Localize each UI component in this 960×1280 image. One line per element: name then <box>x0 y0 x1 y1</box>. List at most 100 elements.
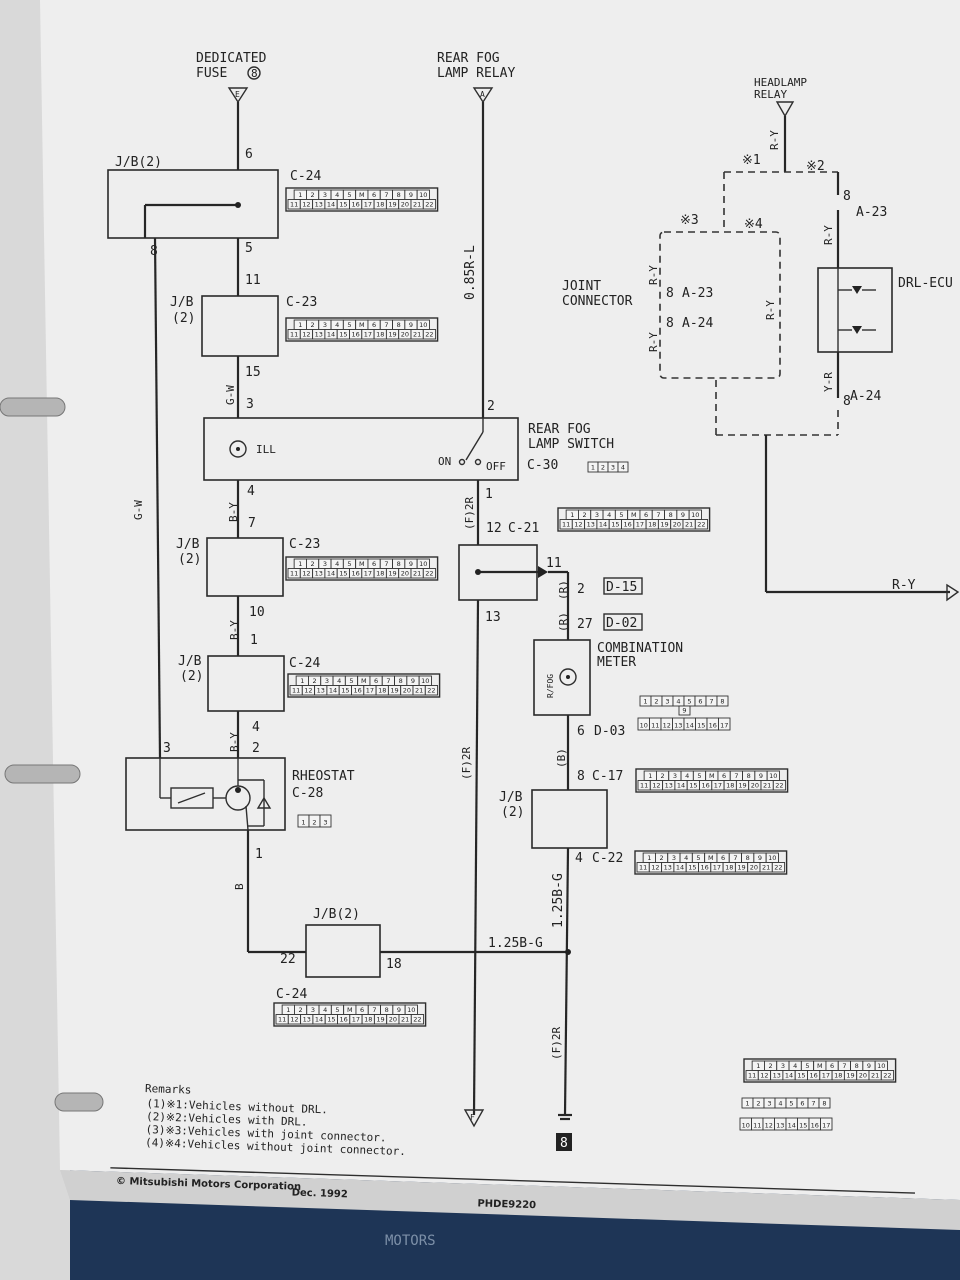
connector-c24-top-frame <box>285 187 439 212</box>
rear-fog-relay-label: REAR FOG <box>437 51 500 66</box>
junction-block-top: J/B(2) 6 5 8 C-24 <box>107 147 321 259</box>
connector-c24-mid-frame <box>287 673 441 698</box>
connector-pin-number: 6 <box>698 698 702 706</box>
connector-pin-number: 19 <box>376 1016 384 1024</box>
connector-pin-number: 2 <box>311 560 315 568</box>
wire-label-b-meter: (B) <box>555 748 568 768</box>
connector-pin-number: 11 <box>290 570 298 578</box>
pin-1: 1 <box>250 633 258 648</box>
connector-pin-number: 16 <box>709 722 717 730</box>
connector-pin-number: 20 <box>403 687 411 695</box>
connector-cell <box>771 862 786 873</box>
connector-arrow-icon <box>946 583 960 602</box>
connector-pin-number: 7 <box>372 1006 376 1014</box>
cover-text: MOTORS <box>385 1233 436 1249</box>
connector-pin-number: 12 <box>302 201 310 209</box>
connector-pin-number: 2 <box>311 321 315 329</box>
connector-pin-number: 16 <box>340 1016 348 1024</box>
connector-pin-number: 3 <box>781 1062 785 1070</box>
connector-pin-number: 7 <box>384 191 388 199</box>
connector-pin-number: 8 <box>720 698 724 706</box>
ill-label: ILL <box>256 443 276 456</box>
connector-pin-number: 11 <box>292 687 300 695</box>
connector-pin-number: 20 <box>673 521 681 529</box>
connector-pin-number: 4 <box>621 464 625 472</box>
connector-c21-frame <box>557 507 711 532</box>
wire-label-ry-joint-3: R-Y <box>764 300 777 320</box>
relay-label: RELAY <box>754 88 787 101</box>
binder-ring-3 <box>54 1092 104 1112</box>
connector-pin-number: 16 <box>352 570 360 578</box>
connector-pin-number: 10 <box>419 191 427 199</box>
ground-number: 8 <box>560 1136 568 1151</box>
connector-pin-number: M <box>708 854 714 862</box>
connector-pin-number: 14 <box>327 331 335 339</box>
connector-pin-number: 4 <box>684 854 688 862</box>
connector-cell <box>718 717 731 731</box>
connector-pin-number: 5 <box>697 772 701 780</box>
jb-label: J/B(2) <box>313 907 360 922</box>
connector-cell <box>716 695 729 707</box>
rheostat: 3 2 RHEOSTAT C-28 1 <box>125 741 355 862</box>
connector-pin-number: 22 <box>425 570 433 578</box>
connector-pin-number: 4 <box>793 1062 797 1070</box>
connector-pin-number: 9 <box>397 1006 401 1014</box>
combination-meter: R/FOG COMBINATION METER 2 27 6 D-03 <box>533 582 683 739</box>
connector-pin-number: 3 <box>311 1006 315 1014</box>
connector-pin-number: 5 <box>789 1100 793 1108</box>
connector-pin-number: 1 <box>648 772 652 780</box>
connector-pin-number: 11 <box>290 201 298 209</box>
connector-c23-mid-frame <box>285 556 439 581</box>
connector-pin-number: 12 <box>290 1016 298 1024</box>
connector-c22-frame <box>634 850 788 875</box>
c23-label: C-23 <box>289 537 320 552</box>
connector-pin-number: M <box>359 321 365 329</box>
connector-pin-number: 17 <box>636 521 644 529</box>
pin-2: 2 <box>487 399 495 414</box>
connector-pin-number: 17 <box>713 864 721 872</box>
connector-pin-number: 18 <box>376 331 384 339</box>
c24-label: C-24 <box>289 656 320 671</box>
connector-pin-number: 1 <box>570 511 574 519</box>
connector-pin-number: 9 <box>681 511 685 519</box>
connector-pin-number: M <box>817 1062 823 1070</box>
connector-pin-number: 4 <box>676 698 680 706</box>
connector-pin-number: 2 <box>601 464 605 472</box>
connector-pin-number: 14 <box>686 722 694 730</box>
connector-pin-number: 2 <box>311 191 315 199</box>
connector-pin-number: 17 <box>364 331 372 339</box>
meter-name-1: COMBINATION <box>597 641 683 656</box>
connector-pin-number: 2 <box>299 1006 303 1014</box>
connector-pin-number: 13 <box>674 722 682 730</box>
junction-block-bottom: J/B(2) 22 18 C-24 <box>276 907 402 1002</box>
connector-pin-number: 19 <box>846 1072 854 1080</box>
connector-pin-number: 3 <box>673 772 677 780</box>
wire-label-ry-joint-1: R-Y <box>647 265 660 285</box>
binder-ring-2 <box>4 764 81 784</box>
connector-pin-number: 16 <box>354 687 362 695</box>
rear-fog-relay-source: REAR FOG LAMP RELAY A <box>437 51 515 104</box>
connector-pin-number: 16 <box>702 782 710 790</box>
connector-pin-number: 3 <box>767 1100 771 1108</box>
connector-pin-number: 10 <box>640 722 648 730</box>
rheostat-label: RHEOSTAT <box>292 769 355 784</box>
switch-name-2: LAMP SWITCH <box>528 437 614 452</box>
fuse-label: FUSE <box>196 66 227 81</box>
connector-pin-number: 16 <box>624 521 632 529</box>
pin-4: 4 <box>575 851 583 866</box>
connector-pin-number: 9 <box>867 1062 871 1070</box>
connector-pin-number: 15 <box>697 722 705 730</box>
connector-pin-number: 6 <box>721 854 725 862</box>
pin-22: 22 <box>280 952 296 967</box>
c17-label: C-17 <box>592 769 623 784</box>
connector-pin-number: M <box>359 191 365 199</box>
connector-pin-number: 5 <box>349 677 353 685</box>
pin-8: 8 <box>577 769 585 784</box>
